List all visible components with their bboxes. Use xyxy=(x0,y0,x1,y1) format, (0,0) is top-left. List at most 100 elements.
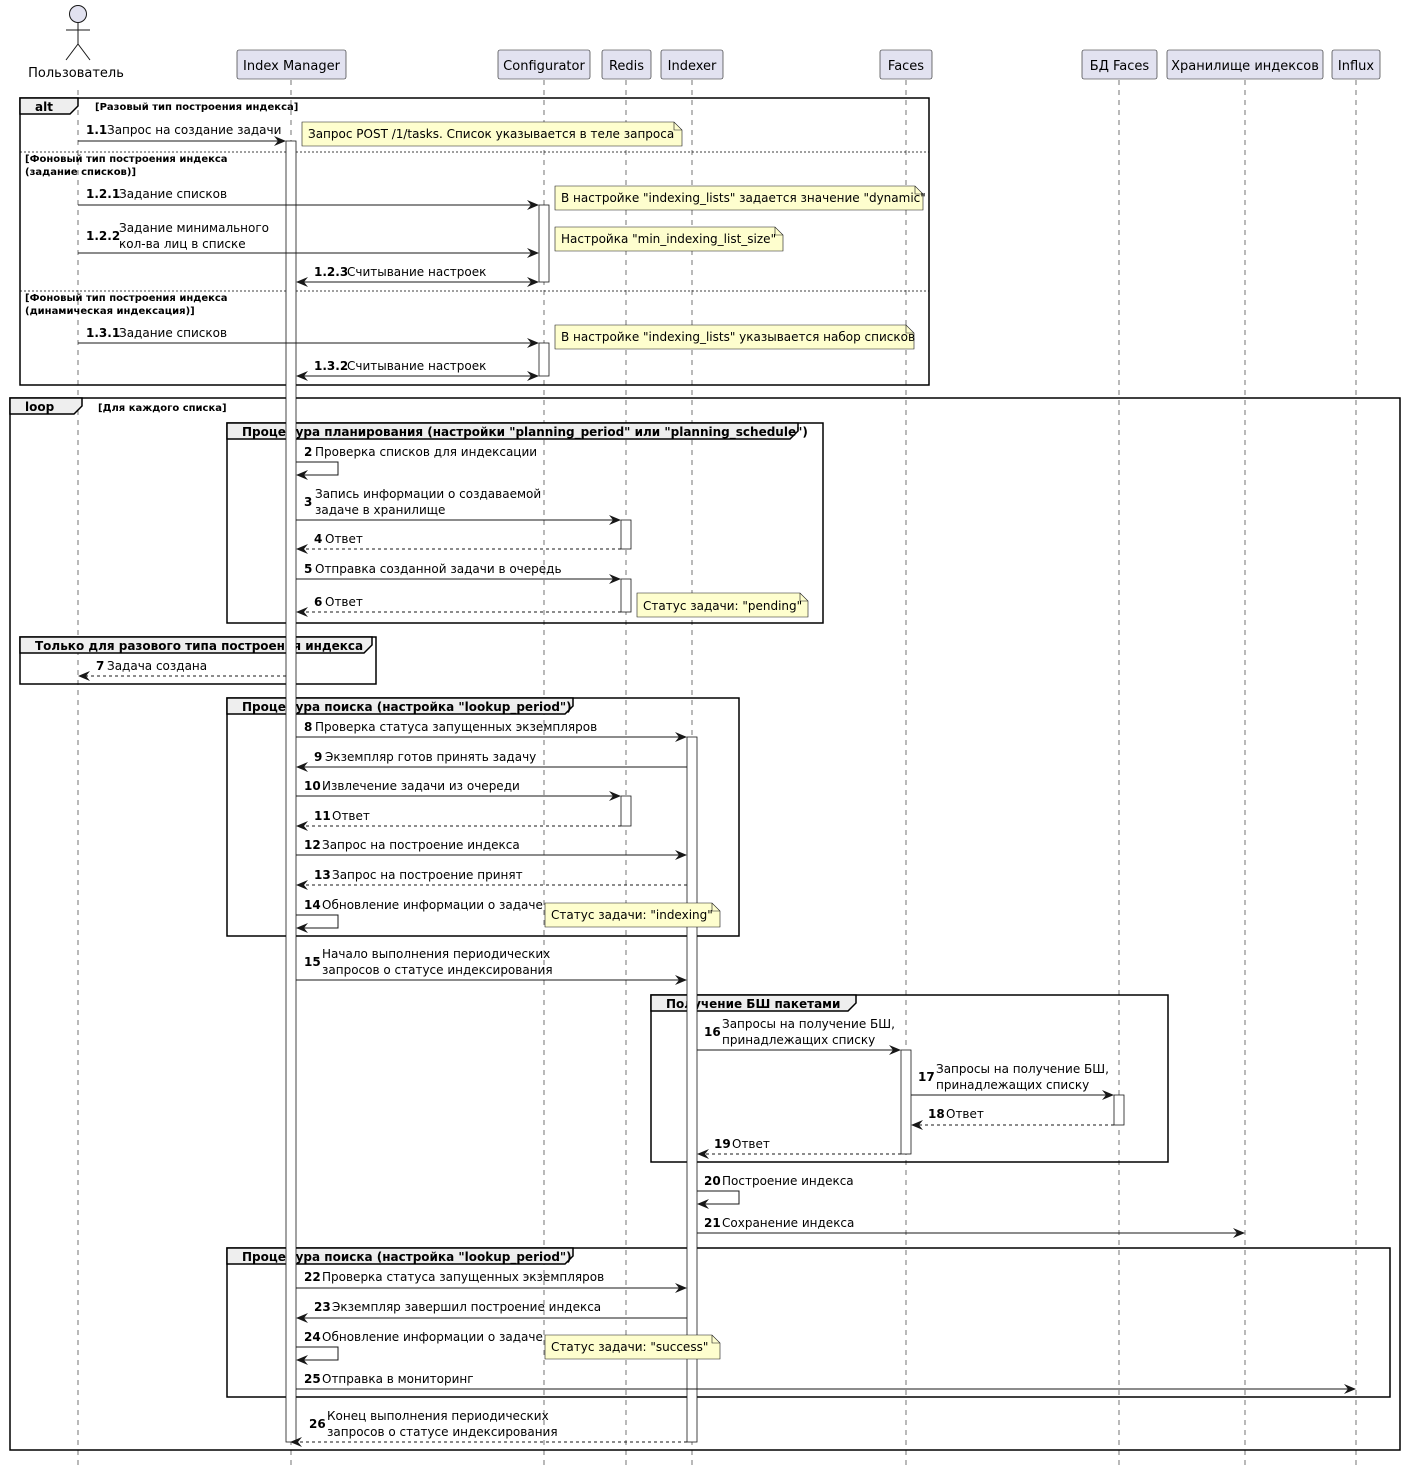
activation-faces-db xyxy=(1113,1094,1125,1126)
actor-icon xyxy=(65,5,91,61)
activation-redis-3 xyxy=(620,795,632,827)
msg-text: запросов о статусе индексирования xyxy=(327,1425,558,1439)
participant-label: Indexer xyxy=(668,59,717,74)
msg-num: 10 xyxy=(304,779,321,793)
frame-title: Только для разового типа построения инде… xyxy=(35,639,363,653)
msg-text: Ответ xyxy=(325,595,363,609)
msg-num: 13 xyxy=(314,868,331,882)
msg-num: 6 xyxy=(314,595,322,609)
msg-text: Обновление информации о задаче xyxy=(322,898,543,912)
activation-index-manager xyxy=(285,140,297,1443)
participant-redis: Redis xyxy=(601,49,652,80)
msg-num: 1.1 xyxy=(86,123,107,137)
participant-faces-db: БД Faces xyxy=(1081,49,1158,80)
msg-text: задаче в хранилище xyxy=(315,503,445,517)
msg-text: Задание минимального xyxy=(119,221,269,235)
frame-batches: Получение БШ пакетами xyxy=(650,994,1169,1163)
note-text: Статус задачи: "success" xyxy=(551,1340,708,1354)
participant-label: Configurator xyxy=(503,59,585,74)
note-min-size: Настройка "min_indexing_list_size" xyxy=(554,226,784,252)
msg-num: 4 xyxy=(314,532,322,546)
msg-text: Конец выполнения периодических xyxy=(327,1409,549,1423)
msg-num: 26 xyxy=(309,1417,326,1431)
msg-text: Извлечение задачи из очереди xyxy=(322,779,520,793)
activation-redis-1 xyxy=(620,519,632,550)
msg-text: запросов о статусе индексирования xyxy=(322,963,553,977)
alt-else-guard-1-line1: [Фоновый тип построения индекса xyxy=(25,154,228,165)
msg-text: Проверка статуса запущенных экземпляров xyxy=(315,720,597,734)
arrow-14-self xyxy=(296,914,339,933)
msg-num: 3 xyxy=(304,495,312,509)
msg-text: Запрос на построение индекса xyxy=(322,838,520,852)
note-lists-set: В настройке "indexing_lists" указывается… xyxy=(554,324,915,350)
msg-text: Отправка в мониторинг xyxy=(322,1372,474,1386)
frame-guard: [Для каждого списка] xyxy=(98,403,227,414)
msg-text: Сохранение индекса xyxy=(722,1216,854,1230)
participant-influx: Influx xyxy=(1331,49,1381,80)
messages xyxy=(78,136,1356,1447)
message-labels: 1.1 Запрос на создание задачи 1.2.1 Зада… xyxy=(86,123,1109,1439)
msg-num: 2 xyxy=(304,445,312,459)
activation-configurator-2 xyxy=(538,342,550,377)
msg-num: 1.2.3 xyxy=(314,265,348,279)
arrow-2-self xyxy=(296,461,339,480)
msg-num: 20 xyxy=(704,1174,721,1188)
msg-num: 15 xyxy=(304,955,321,969)
frame-keyword: loop xyxy=(25,400,55,414)
activation-configurator-1 xyxy=(538,204,550,283)
participant-label: Хранилище индексов xyxy=(1171,59,1319,74)
participant-label: Faces xyxy=(888,59,924,74)
msg-text: кол-ва лиц в списке xyxy=(119,237,246,251)
frame-alt: alt [Разовый тип построения индекса] [Фо… xyxy=(19,97,930,386)
note-text: Запрос POST /1/tasks. Список указывается… xyxy=(308,127,674,141)
msg-text: Отправка созданной задачи в очередь xyxy=(315,562,562,576)
msg-num: 25 xyxy=(304,1372,321,1386)
frame-lookup-2: Процедура поиска (настройка "lookup_peri… xyxy=(226,1247,1391,1398)
alt-else-guard-1-line2: (задание списков)] xyxy=(25,167,136,178)
frame-keyword: alt xyxy=(35,100,53,114)
note-text: Статус задачи: "pending" xyxy=(643,599,802,613)
frame-planning: Процедура планирования (настройки "plann… xyxy=(226,422,824,624)
msg-num: 17 xyxy=(918,1070,935,1084)
msg-text: Начало выполнения периодических xyxy=(322,947,550,961)
msg-num: 12 xyxy=(304,838,321,852)
note-status-success: Статус задачи: "success" xyxy=(544,1334,721,1360)
msg-num: 19 xyxy=(714,1137,731,1151)
msg-num: 1.2.1 xyxy=(86,187,120,201)
participant-index-manager: Index Manager xyxy=(236,49,347,80)
msg-text: Ответ xyxy=(946,1107,984,1121)
frame-one-time: Только для разового типа построения инде… xyxy=(19,636,377,685)
msg-num: 11 xyxy=(314,809,331,823)
arrow-20-self xyxy=(697,1190,740,1209)
msg-text: Задача создана xyxy=(107,659,207,673)
frame-guard: [Разовый тип построения индекса] xyxy=(95,102,298,113)
msg-text: Запрос на построение принят xyxy=(332,868,523,882)
note-status-pending: Статус задачи: "pending" xyxy=(636,592,809,618)
msg-num: 21 xyxy=(704,1216,721,1230)
activations xyxy=(285,140,1125,1443)
activation-indexer xyxy=(686,736,698,1443)
msg-text: Запросы на получение БШ, xyxy=(936,1062,1109,1076)
actor-user: Пользователь xyxy=(28,5,124,81)
msg-text: Проверка статуса запущенных экземпляров xyxy=(322,1270,604,1284)
note-status-indexing: Статус задачи: "indexing" xyxy=(544,902,721,928)
note-text: В настройке "indexing_lists" задается зн… xyxy=(561,191,926,205)
msg-text: Ответ xyxy=(332,809,370,823)
participant-indexer: Indexer xyxy=(660,49,724,80)
msg-text: Задание списков xyxy=(119,326,227,340)
note-dynamic: В настройке "indexing_lists" задается зн… xyxy=(554,185,926,211)
msg-num: 8 xyxy=(304,720,312,734)
msg-text: Экземпляр завершил построение индекса xyxy=(332,1300,601,1314)
frame-title: Процедура поиска (настройка "lookup_peri… xyxy=(242,1250,572,1265)
msg-text: Запросы на получение БШ, xyxy=(722,1017,895,1031)
msg-num: 1.3.1 xyxy=(86,326,120,340)
msg-text: Построение индекса xyxy=(722,1174,854,1188)
msg-num: 1.3.2 xyxy=(314,359,348,373)
msg-text: Проверка списков для индексации xyxy=(315,445,537,459)
participant-label: Influx xyxy=(1338,59,1375,74)
alt-else-guard-2-line1: [Фоновый тип построения индекса xyxy=(25,293,228,304)
arrow-24-self xyxy=(296,1346,339,1365)
msg-text: Ответ xyxy=(732,1137,770,1151)
msg-num: 18 xyxy=(928,1107,945,1121)
